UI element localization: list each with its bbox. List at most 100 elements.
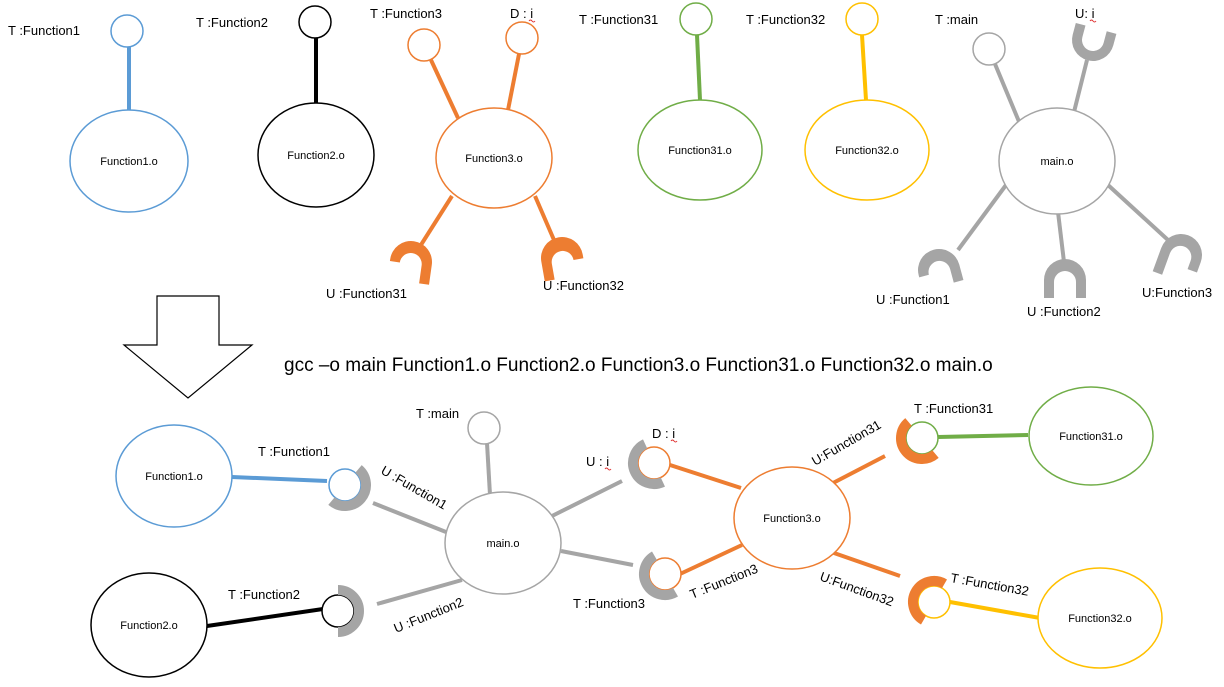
undefined-symbol-hook <box>639 551 678 600</box>
defined-symbol-socket <box>845 2 879 36</box>
symbol-label: U :Function31 <box>326 286 407 301</box>
object-file-ellipse <box>637 99 763 201</box>
defined-symbol-socket <box>407 28 441 62</box>
object-file-name: Function2.o <box>120 620 177 632</box>
object-file-name: main.o <box>486 538 519 550</box>
symbol-label: U :Function32 <box>543 278 624 293</box>
object-file-ellipse <box>1028 386 1154 486</box>
symbol-label: U:Function32 <box>818 569 896 610</box>
connector <box>372 501 447 534</box>
symbol-label: T :Function2 <box>228 587 300 602</box>
spellcheck-squiggle <box>1089 19 1097 23</box>
object-file-name: Function32.o <box>835 145 899 157</box>
symbol-label: T :main <box>416 406 459 421</box>
connector <box>1072 59 1089 113</box>
symbol-label: T :Function32 <box>949 570 1030 599</box>
undefined-symbol-hook <box>908 576 947 625</box>
spellcheck-squiggle <box>670 439 678 443</box>
defined-symbol-socket <box>110 14 144 48</box>
symbol-label: T :Function31 <box>579 12 658 27</box>
symbol-label: T :Function1 <box>8 23 80 38</box>
symbol-label: T :Function3 <box>573 596 645 611</box>
connector <box>669 463 742 490</box>
object-file-ellipse <box>115 424 233 528</box>
undefined-symbol-hook <box>1152 234 1202 275</box>
symbol-label: T :Function1 <box>258 444 330 459</box>
connector <box>679 543 743 576</box>
symbol-label: U :Function2 <box>1027 304 1101 319</box>
object-file-name: Function2.o <box>287 150 344 162</box>
top-function32-object: Function32.o T :Function32 <box>746 2 930 201</box>
object-file-name: Function32.o <box>1068 613 1132 625</box>
connector <box>695 34 702 101</box>
defined-symbol-socket <box>328 468 362 502</box>
top-function3-object: Function3.o T :Function3 D : i U :Functi… <box>326 6 624 301</box>
object-file-name: Function1.o <box>145 471 202 483</box>
connector <box>860 34 868 101</box>
top-function31-object: Function31.o T :Function31 <box>579 2 763 201</box>
connector <box>231 475 328 483</box>
object-file-ellipse <box>69 109 189 213</box>
connector <box>832 454 886 485</box>
connector <box>993 63 1022 125</box>
connector <box>376 578 463 606</box>
undefined-symbol-hook <box>1072 22 1117 61</box>
undefined-symbol-hook <box>896 418 939 464</box>
defined-symbol-socket <box>905 421 939 455</box>
connector <box>949 600 1041 620</box>
defined-symbol-socket <box>972 32 1006 66</box>
top-main-object: main.o T :main U: i U :Function1 U :Func… <box>876 6 1212 319</box>
symbol-label: T :main <box>935 12 978 27</box>
connector <box>506 53 521 111</box>
top-function2-object: Function2.o T :Function2 <box>196 5 375 208</box>
object-file-ellipse <box>804 99 930 201</box>
symbol-label: T :Function31 <box>914 401 993 416</box>
defined-symbol-socket <box>467 411 501 445</box>
symbol-label: D : i <box>652 426 675 441</box>
undefined-symbol-hook <box>337 585 364 637</box>
connector <box>206 607 324 628</box>
bottom-linked-graph: Function1.o Function2.o main.o Function3… <box>90 386 1163 678</box>
symbol-label: D : i <box>510 6 533 21</box>
object-file-ellipse <box>90 572 208 678</box>
defined-symbol-socket <box>917 585 951 619</box>
defined-symbol-socket <box>679 2 713 36</box>
object-file-ellipse <box>1037 567 1163 669</box>
symbol-label: U:Function3 <box>1142 285 1212 300</box>
connector <box>833 551 901 578</box>
object-file-ellipse <box>444 491 562 595</box>
object-file-ellipse <box>435 107 553 209</box>
symbol-label: U :Function1 <box>379 463 450 513</box>
object-file-ellipse <box>257 102 375 208</box>
connector <box>417 194 454 250</box>
connector <box>429 59 460 119</box>
symbol-label: U: i <box>1075 6 1095 21</box>
symbol-label: T :Function32 <box>746 12 825 27</box>
object-file-ellipse <box>998 107 1116 215</box>
symbol-label: T :Function2 <box>196 15 268 30</box>
object-file-name: Function31.o <box>1059 431 1123 443</box>
defined-symbol-socket <box>298 5 332 39</box>
object-file-name: Function3.o <box>465 153 522 165</box>
undefined-symbol-hook <box>918 249 964 283</box>
symbol-label: U : i <box>586 454 609 469</box>
symbol-label: T :Function3 <box>370 6 442 21</box>
undefined-symbol-hook <box>628 439 665 489</box>
defined-symbol-socket <box>321 594 355 628</box>
undefined-symbol-hook <box>540 237 584 282</box>
defined-symbol-socket <box>505 21 539 55</box>
symbol-label: U :Function2 <box>392 594 466 636</box>
object-file-name: main.o <box>1040 156 1073 168</box>
connector <box>533 195 556 241</box>
undefined-symbol-hook <box>328 465 371 511</box>
connector <box>485 442 492 496</box>
object-file-ellipse <box>733 466 851 570</box>
connector <box>560 549 634 567</box>
defined-symbol-socket <box>648 557 682 591</box>
connector <box>937 433 1029 439</box>
defined-symbol-socket <box>637 446 671 480</box>
object-file-name: Function1.o <box>100 156 157 168</box>
spellcheck-squiggle <box>604 467 612 471</box>
undefined-symbol-hook <box>1044 259 1086 298</box>
